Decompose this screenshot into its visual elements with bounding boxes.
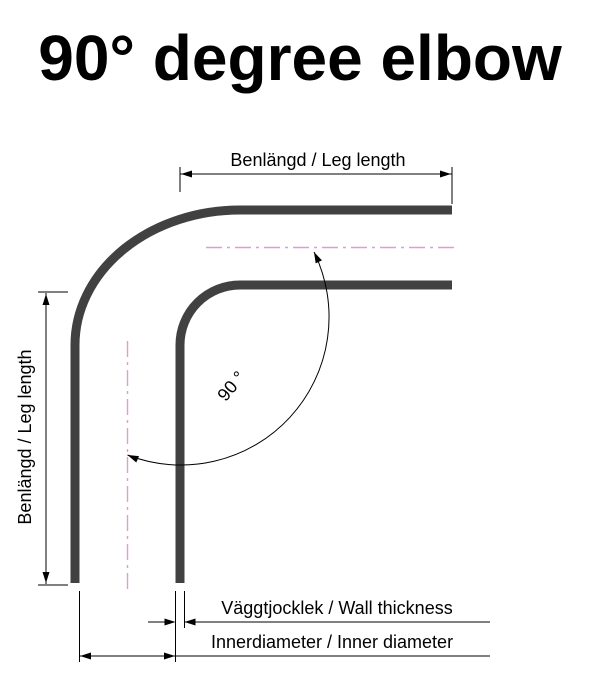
angle-label: 90 °	[213, 367, 249, 405]
inner-diameter-arrow-right	[164, 652, 175, 660]
wall-thickness-arrow-right	[184, 618, 196, 626]
wall-thickness-arrow-left	[164, 618, 176, 626]
top-leg-dimension: Benlängd / Leg length	[179, 150, 453, 204]
angle-arc	[127, 251, 330, 466]
inner-diameter-arrow-left	[80, 652, 91, 660]
angle-arrow-bottom	[127, 455, 139, 463]
pipe-inner-wall	[175, 280, 452, 583]
left-leg-dimension: Benlängd / Leg length	[15, 291, 68, 586]
pipe-outer-wall	[70, 205, 452, 583]
inner-diameter-label: Innerdiameter / Inner diameter	[211, 632, 453, 652]
angle-arrow-top	[314, 252, 322, 264]
inner-diameter-dimension: Innerdiameter / Inner diameter	[79, 591, 490, 662]
elbow-pipe	[70, 205, 452, 583]
top-dimension-arrow-left	[181, 170, 192, 178]
top-dimension-arrow-right	[440, 170, 451, 178]
wall-thickness-label: Väggtjocklek / Wall thickness	[221, 598, 452, 618]
page-title: 90° degree elbow	[38, 22, 562, 94]
wall-thickness-dimension: Väggtjocklek / Wall thickness	[148, 591, 490, 628]
top-dimension-label: Benlängd / Leg length	[230, 150, 405, 170]
left-dimension-arrow-bottom	[42, 572, 50, 583]
left-dimension-label: Benlängd / Leg length	[15, 349, 35, 524]
left-dimension-arrow-top	[42, 294, 50, 305]
